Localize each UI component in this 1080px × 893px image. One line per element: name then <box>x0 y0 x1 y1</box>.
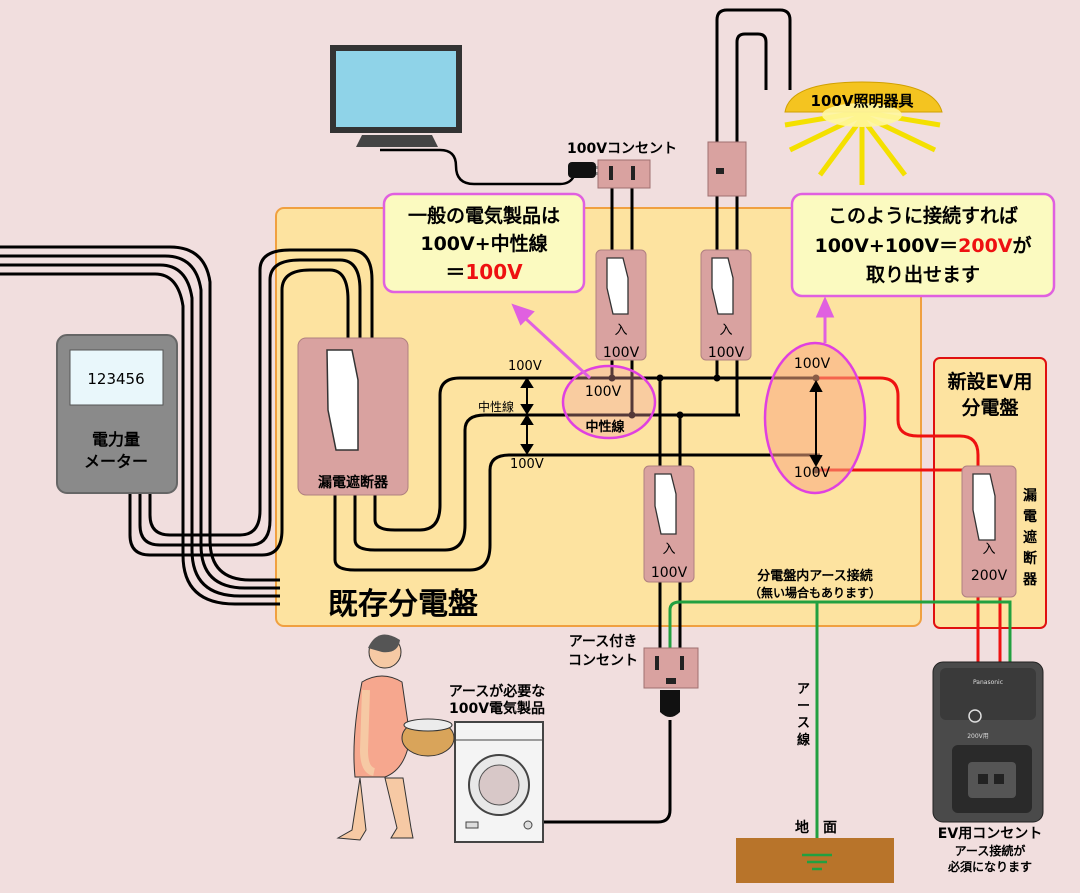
callout-right-pointer <box>815 296 835 343</box>
ev-charger-badge: 200V用 <box>967 733 989 740</box>
ev-charger-icon: Panasonic 200V用 <box>932 661 1044 823</box>
svg-text:線: 線 <box>797 732 811 748</box>
main-breaker: 漏電遮断器 <box>297 337 409 496</box>
breaker-ev-voltage: 200V <box>971 568 1008 584</box>
earth-note-2: （無い場合もあります） <box>749 585 881 600</box>
breaker-b1-voltage: 100V <box>603 345 640 361</box>
main-breaker-label: 漏電遮断器 <box>318 474 389 491</box>
lamp-icon: 100V照明器具 <box>784 81 943 185</box>
callout-left-2: 100V+中性線 <box>420 232 547 255</box>
breaker-b2-voltage: 100V <box>708 345 745 361</box>
earth-outlet-icon <box>643 647 699 689</box>
meter-label-1: 電力量 <box>92 430 140 449</box>
earth-outlet-label-2: コンセント <box>568 653 638 669</box>
bus-label-top: 100V <box>508 359 542 374</box>
neutral-highlight <box>561 364 657 440</box>
svg-text:断: 断 <box>1023 550 1037 567</box>
highlight-left-neutral: 中性線 <box>585 419 625 435</box>
ground-symbol-icon <box>802 853 832 871</box>
ev-panel-title-2: 分電盤 <box>961 396 1019 419</box>
existing-panel-label: 既存分電盤 <box>328 587 478 622</box>
breaker-b3-voltage: 100V <box>651 565 688 581</box>
person-icon <box>336 634 455 841</box>
earth-wires <box>668 600 1012 855</box>
bus-label-neutral: 中性線 <box>478 399 514 414</box>
outlet-100v-label: 100Vコンセント <box>567 141 677 157</box>
breaker-ev: 入 200V <box>961 465 1017 598</box>
highlight-left-100v: 100V <box>585 384 622 400</box>
breaker-ev-switch: 入 <box>982 542 995 557</box>
svg-text:電: 電 <box>1023 508 1037 525</box>
breaker-b2: 入 100V <box>700 249 752 361</box>
svg-text:ア: ア <box>797 682 810 697</box>
svg-text:漏: 漏 <box>1023 488 1037 504</box>
callout-right-2: 100V+100V＝200Vが <box>814 234 1031 257</box>
breaker-b3: 入 100V <box>643 465 695 583</box>
earth-note-1: 分電盤内アース接続 <box>757 568 873 584</box>
svg-text:遮: 遮 <box>1023 529 1037 546</box>
ev-outlet-label: EV用コンセント <box>938 826 1042 842</box>
washing-machine-icon <box>454 721 544 843</box>
highlight-right-bottom: 100V <box>794 465 831 481</box>
svg-text:ス: ス <box>797 716 810 731</box>
callout-right-1: このように接続すれば <box>828 204 1018 227</box>
svg-text:ー: ー <box>797 699 810 714</box>
outlet-100v-icon <box>597 159 651 189</box>
callout-left-pointer <box>511 303 592 380</box>
lamp-label: 100V照明器具 <box>811 92 914 110</box>
wall-switch-icon <box>707 141 747 197</box>
200v-arrow <box>809 379 823 468</box>
ev-breaker-vertical-label: 漏 電 遮 断 器 <box>1022 488 1038 588</box>
earth-wire-vertical-label: ア ー ス 線 <box>797 682 811 748</box>
callout-left-3: ＝100V <box>445 260 523 284</box>
ev-outlet-note-1: アース接続が <box>955 843 1026 858</box>
ev-charger-brand: Panasonic <box>973 679 1003 686</box>
electric-meter: 123456 電力量 メーター <box>56 334 178 494</box>
earth-plug-icon <box>660 690 680 717</box>
meter-display: 123456 <box>87 370 144 388</box>
ground <box>736 838 894 883</box>
appliance-label-1: アースが必要な <box>449 683 545 700</box>
callout-right <box>790 192 1056 298</box>
appliance-label-2: 100V電気製品 <box>449 700 545 717</box>
tv-icon <box>330 45 462 147</box>
svg-text:器: 器 <box>1022 572 1038 588</box>
bus-label-bottom: 100V <box>510 457 544 472</box>
breaker-b3-switch: 入 <box>662 542 675 557</box>
callout-right-3: 取り出せます <box>866 263 980 286</box>
breaker-b1: 入 100V <box>595 249 647 361</box>
breaker-b2-switch: 入 <box>719 323 732 338</box>
meter-label-2: メーター <box>84 452 148 471</box>
callout-left-1: 一般の電気製品は <box>408 204 560 227</box>
callout-left <box>382 192 586 294</box>
ground-label: 地 面 <box>795 819 837 836</box>
breaker-to-bus-wires <box>333 376 820 572</box>
breaker-b1-switch: 入 <box>614 323 627 338</box>
ev-panel-title-1: 新設EV用 <box>948 370 1033 393</box>
meter-to-breaker-wires <box>128 248 374 557</box>
earth-outlet-label-1: アース付き <box>569 633 637 650</box>
highlight-right-top: 100V <box>794 356 831 372</box>
ev-outlet-note-2: 必須になります <box>947 859 1032 874</box>
left-bus-arrows <box>520 377 534 455</box>
